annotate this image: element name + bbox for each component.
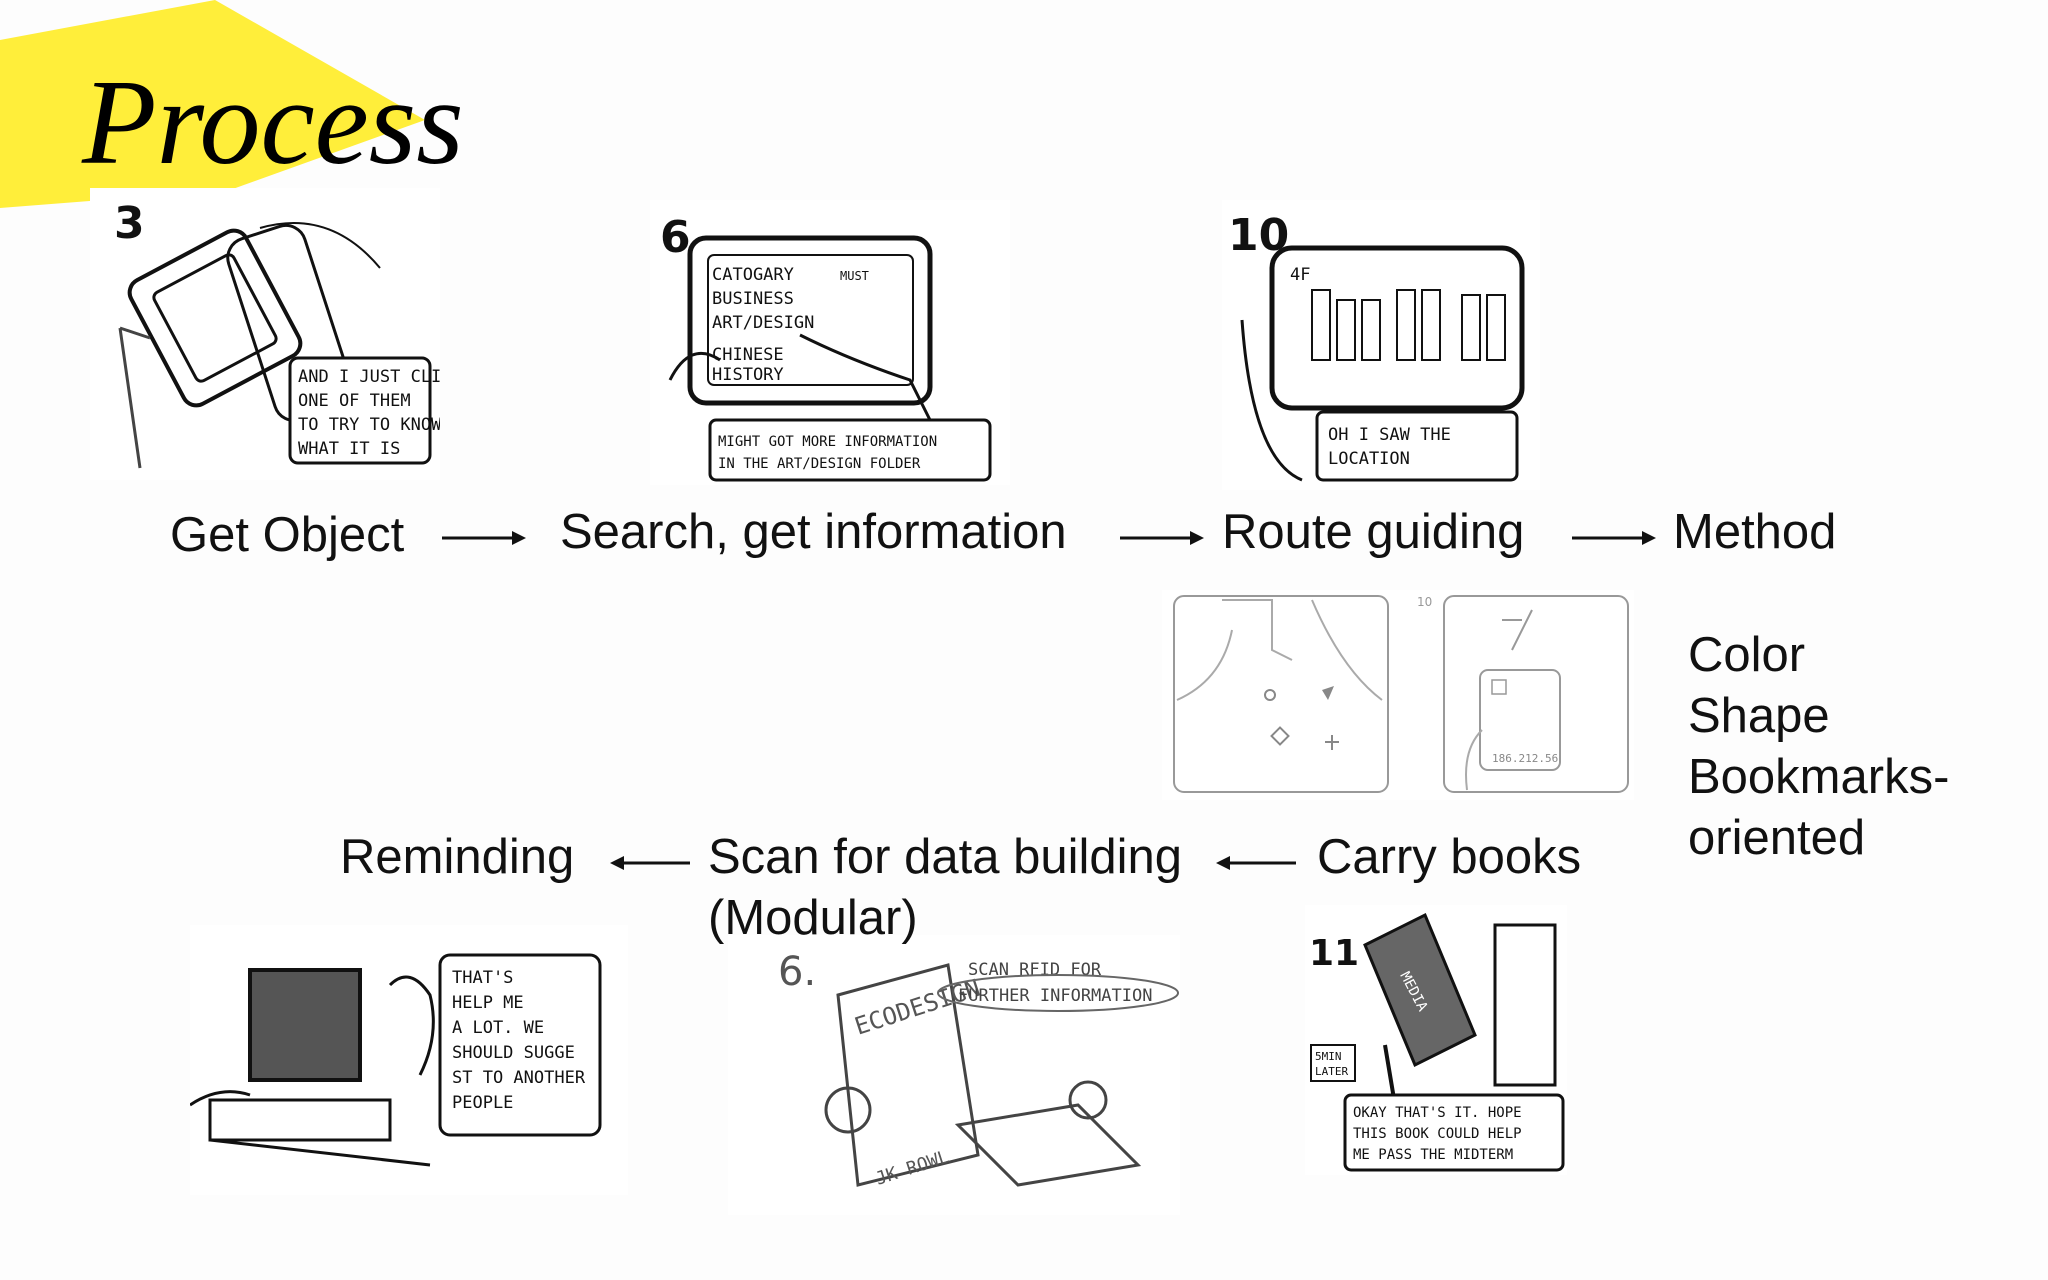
svg-text:CATOGARY: CATOGARY — [712, 265, 794, 285]
arrow-right-icon — [442, 531, 526, 545]
arrow-right-icon — [1120, 531, 1204, 545]
method-item-color: Color — [1688, 628, 1806, 682]
sketch-method: 10 186.212.56 — [1162, 590, 1634, 800]
svg-text:WHAT IT IS: WHAT IT IS — [298, 439, 400, 459]
svg-text:10: 10 — [1417, 595, 1432, 609]
svg-text:5MIN: 5MIN — [1315, 1050, 1342, 1063]
svg-text:HELP ME: HELP ME — [452, 993, 524, 1013]
step-route-guiding: Route guiding — [1222, 505, 1525, 559]
arrow-left-icon — [610, 856, 690, 870]
svg-text:ECODESIGN: ECODESIGN — [851, 974, 983, 1041]
sketch-get-object: 3 AND I JUST CLICK ONE OF THEM TO TRY TO… — [90, 188, 440, 480]
method-item-bookmarks: Bookmarks- — [1688, 750, 1950, 804]
svg-text:JK ROWL: JK ROWL — [873, 1146, 952, 1189]
svg-text:CHINESE: CHINESE — [712, 345, 784, 365]
svg-text:ST TO ANOTHER: ST TO ANOTHER — [452, 1068, 586, 1088]
svg-text:PEOPLE: PEOPLE — [452, 1093, 513, 1113]
yellow-corner-shape — [0, 0, 425, 208]
sketch-search: 6 CATOGARY MUST BUSINESS ART/DESIGN CHIN… — [650, 200, 1010, 485]
svg-text:ONE OF THEM: ONE OF THEM — [298, 391, 411, 411]
step-carry-books: Carry books — [1317, 830, 1582, 884]
svg-text:ART/DESIGN: ART/DESIGN — [712, 313, 814, 333]
svg-text:LATER: LATER — [1315, 1065, 1348, 1078]
svg-text:BUSINESS: BUSINESS — [712, 289, 794, 309]
sketch-number: 6. — [778, 949, 816, 995]
svg-text:FURTHER INFORMATION: FURTHER INFORMATION — [958, 986, 1152, 1006]
step-get-object: Get Object — [170, 508, 405, 562]
method-list: Color Shape Bookmarks- oriented — [1688, 625, 1949, 869]
sketch-scan: 6. ECODESIGN JK ROWL SCAN RFID FOR FURTH… — [728, 935, 1180, 1215]
svg-text:186.212.56: 186.212.56 — [1492, 752, 1558, 765]
step-search: Search, get information — [560, 505, 1067, 559]
svg-text:MUST: MUST — [840, 269, 869, 283]
method-item-shape: Shape — [1688, 689, 1830, 743]
svg-text:OKAY THAT'S IT. HOPE: OKAY THAT'S IT. HOPE — [1353, 1105, 1522, 1121]
step-scan-line1: Scan for data building — [708, 830, 1182, 884]
svg-text:4F: 4F — [1290, 265, 1310, 285]
step-reminding: Reminding — [340, 830, 575, 884]
svg-text:IN THE ART/DESIGN FOLDER: IN THE ART/DESIGN FOLDER — [718, 456, 921, 472]
arrow-right-icon — [1572, 531, 1656, 545]
svg-text:SHOULD SUGGE: SHOULD SUGGE — [452, 1043, 575, 1063]
sketch-number: 11 — [1309, 933, 1359, 974]
sketch-number: 3 — [114, 198, 145, 249]
svg-text:TO TRY TO KNOW: TO TRY TO KNOW — [298, 415, 440, 435]
sketch-number: 6 — [660, 212, 691, 263]
svg-text:OH I SAW THE: OH I SAW THE — [1328, 425, 1451, 445]
step-scan-line2: (Modular) — [708, 891, 918, 945]
sketch-carry-books: 11 MEDIA 5MIN LATER OKAY THAT'S IT. HOPE… — [1305, 905, 1567, 1175]
svg-text:SCAN RFID FOR: SCAN RFID FOR — [968, 960, 1102, 980]
svg-text:LOCATION: LOCATION — [1328, 449, 1410, 469]
method-item-oriented: oriented — [1688, 811, 1866, 865]
svg-text:THIS BOOK COULD HELP: THIS BOOK COULD HELP — [1353, 1126, 1522, 1142]
svg-text:A LOT. WE: A LOT. WE — [452, 1018, 544, 1038]
sketch-reminding: THAT'S HELP ME A LOT. WE SHOULD SUGGE ST… — [190, 925, 628, 1195]
svg-text:ME PASS THE MIDTERM: ME PASS THE MIDTERM — [1353, 1147, 1513, 1163]
step-method: Method — [1673, 505, 1837, 559]
svg-text:HISTORY: HISTORY — [712, 365, 784, 385]
sketch-route-guiding: 10 4F OH I SAW THE LOCATION — [1222, 200, 1540, 490]
svg-text:MIGHT GOT MORE INFORMATION: MIGHT GOT MORE INFORMATION — [718, 434, 937, 450]
svg-text:AND I JUST CLICK: AND I JUST CLICK — [298, 367, 440, 387]
page-title: Process — [82, 55, 464, 190]
svg-text:THAT'S: THAT'S — [452, 968, 513, 988]
arrow-left-icon — [1216, 856, 1296, 870]
